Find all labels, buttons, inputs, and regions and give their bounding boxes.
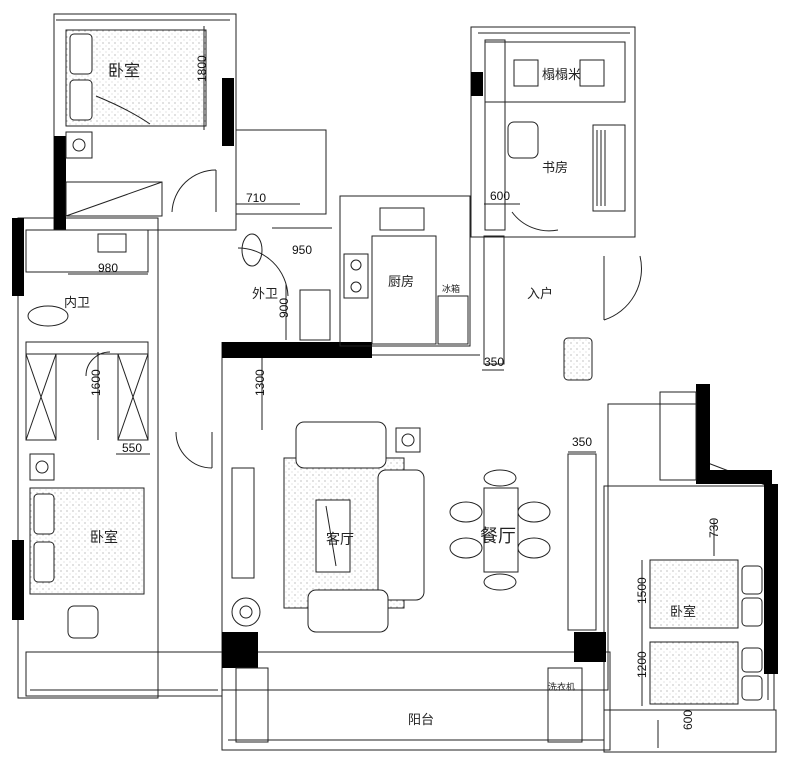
living-label: 客厅 [326,531,354,548]
kitchen-label: 厨房 [388,274,414,290]
dim-1600: 1600 [89,369,103,396]
dim-550: 550 [122,441,142,455]
wall-outlines [17,13,777,753]
dim-1200: 1200 [635,651,649,678]
dim-600-study: 600 [490,189,510,203]
dim-950: 950 [292,243,312,257]
dim-1500: 1500 [635,577,649,604]
kitchen: 厨房 冰箱 [339,195,471,347]
bedroom-top: 卧室 [65,29,207,217]
dining-label: 餐厅 [480,526,516,547]
bedroom-left-label: 卧室 [90,529,118,546]
left-wardrobes [25,353,149,441]
dim-350-mid: 350 [572,435,592,449]
dim-350-top: 350 [484,355,504,369]
door-swings [85,169,642,469]
bedroom-top-label: 卧室 [108,61,140,80]
living-room: 客厅 [231,421,425,633]
dim-600-bottom: 600 [681,710,695,730]
thick-walls [12,72,778,674]
inner-bath-label: 内卫 [64,295,90,311]
plant-icon [231,597,261,627]
laundry-label: 洗衣机 [548,681,575,693]
balcony: 阳台 洗衣机 [235,667,583,743]
study: 榻榻米 书房 [484,39,626,231]
entrance: 入户 [483,235,593,381]
tatami-label: 榻榻米 [542,68,581,83]
bedroom-left: 卧室 [29,453,145,639]
fridge-label: 冰箱 [442,283,460,295]
piano-keys-icon [596,130,606,206]
dimension-labels: 1800 710 950 980 900 600 350 1300 1600 5… [89,55,721,730]
study-label: 书房 [542,160,568,176]
balcony-label: 阳台 [408,713,434,728]
bedroom-right-label: 卧室 [670,604,696,620]
dim-980: 980 [98,261,118,275]
dim-900: 900 [277,298,291,318]
dim-710: 710 [246,191,266,205]
inner-bath: 内卫 [25,229,149,355]
outer-bath-label: 外卫 [252,287,278,302]
dining: 餐厅 [449,453,597,631]
bedroom-right: 卧室 [649,391,763,705]
dim-730: 730 [707,518,721,538]
dim-1800: 1800 [195,55,209,82]
dimension-lines [68,26,715,748]
outer-bath: 外卫 [235,129,331,341]
entrance-label: 入户 [527,286,553,302]
dim-1300: 1300 [253,369,267,396]
chairs [449,469,551,591]
